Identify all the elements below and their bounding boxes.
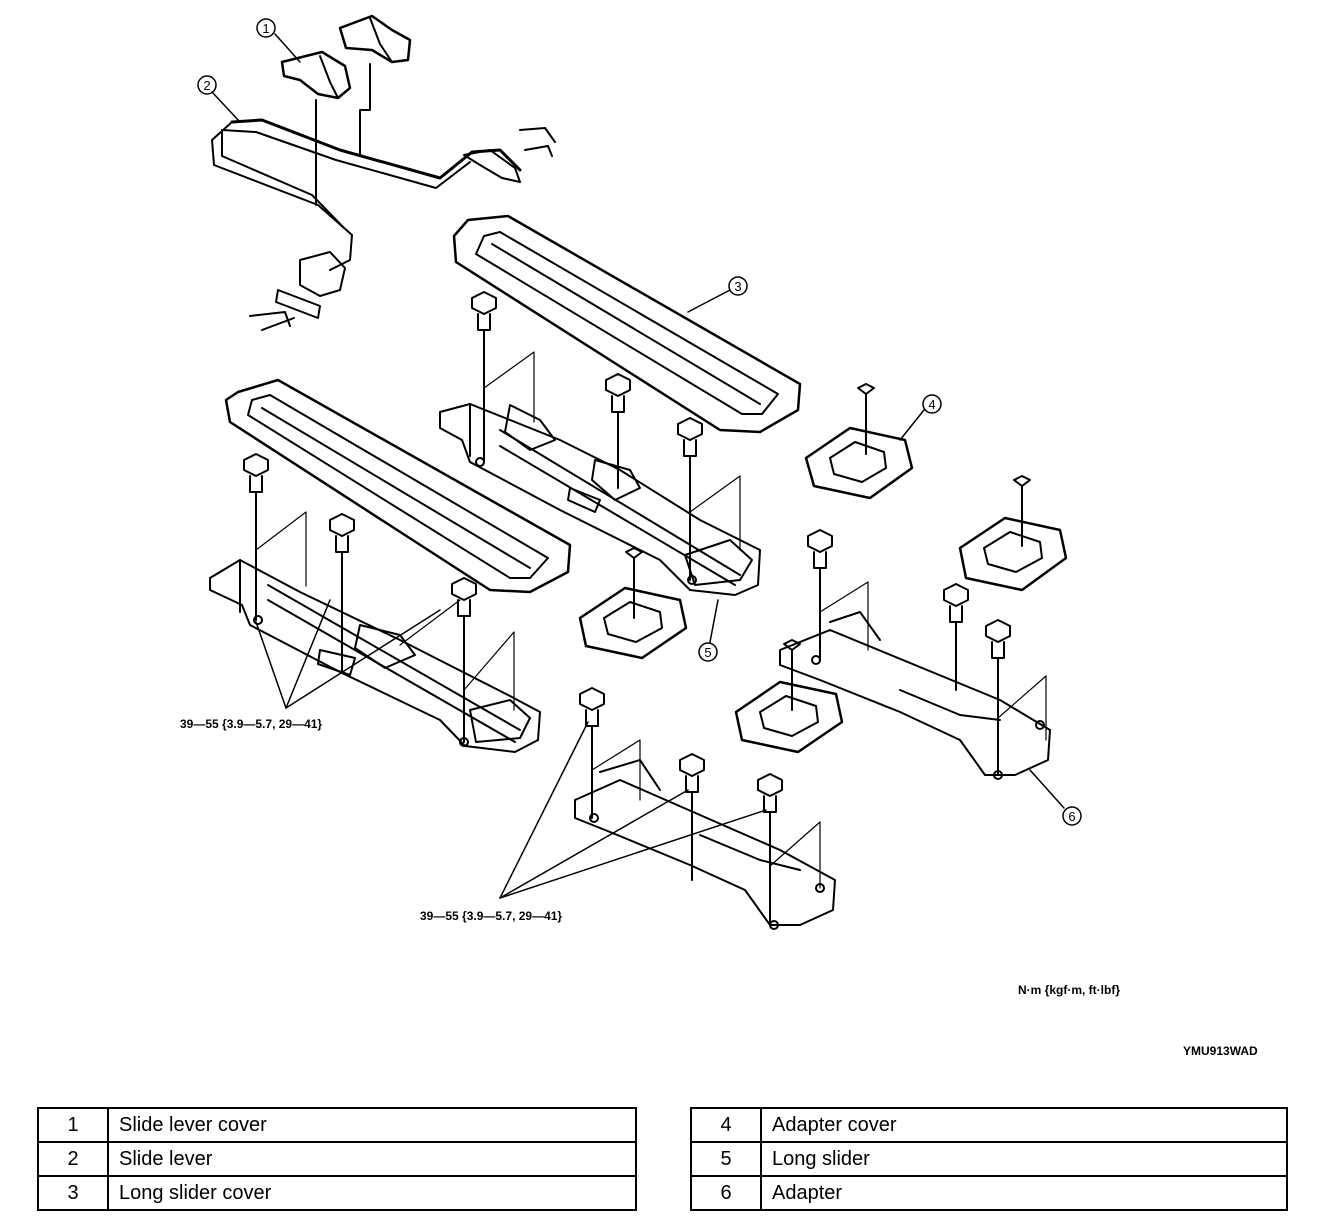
legend-row: 3 Long slider cover [37,1175,637,1211]
torque-units-label: N·m {kgf·m, ft·lbf} [1018,983,1120,997]
long-slider-cover-lower [224,378,572,594]
bolt-group [243,291,1031,926]
legend-label: Long slider [760,1141,1288,1177]
callout-1-circle [256,18,276,38]
legend-label: Long slider cover [107,1175,637,1211]
legend-number: 2 [37,1141,109,1177]
legend-row: 4 Adapter cover [690,1107,1288,1143]
callout-5-circle [698,642,718,662]
callout-5: 5 [704,645,711,660]
callout-4: 4 [928,397,935,412]
figure-code: YMU913WAD [1183,1044,1258,1058]
long-slider-lower [209,559,541,753]
callout-1: 1 [262,21,269,36]
callout-4-circle [922,394,942,414]
parts-legend-left: 1 Slide lever cover 2 Slide lever 3 Long… [37,1107,637,1211]
legend-row: 6 Adapter [690,1175,1288,1211]
legend-row: 1 Slide lever cover [37,1107,637,1143]
exploded-parts-diagram: 1 2 3 4 5 6 [197,14,1082,930]
callout-6: 6 [1068,809,1075,824]
callout-2: 2 [203,78,210,93]
slide-lever-cover-part [280,14,412,206]
legend-label: Adapter cover [760,1107,1288,1143]
legend-number: 4 [690,1107,762,1143]
adapter-parts [574,611,1051,930]
parts-legend-right: 4 Adapter cover 5 Long slider 6 Adapter [690,1107,1288,1211]
legend-number: 3 [37,1175,109,1211]
callout-markers [197,18,1082,826]
legend-label: Slide lever [107,1141,637,1177]
legend-number: 6 [690,1175,762,1211]
torque-spec-label-bottom: 39—55 {3.9—5.7, 29—41} [420,909,563,923]
legend-row: 2 Slide lever [37,1141,637,1177]
callout-3: 3 [734,279,741,294]
callout-3-circle [728,276,748,296]
legend-row: 5 Long slider [690,1141,1288,1177]
callout-6-circle [1062,806,1082,826]
long-slider-upper [439,403,761,596]
legend-number: 5 [690,1141,762,1177]
legend-number: 1 [37,1107,109,1143]
legend-label: Adapter [760,1175,1288,1211]
torque-spec-label-left: 39—55 {3.9—5.7, 29—41} [180,717,323,731]
long-slider-cover-upper [452,214,802,434]
legend-label: Slide lever cover [107,1107,637,1143]
leader-lines [211,33,1065,899]
callout-2-circle [197,75,217,95]
slide-lever-part [211,118,556,331]
callout-numbers: 1 2 3 4 5 6 [203,21,1075,824]
adapter-cover-parts [578,426,1068,754]
installation-lines [255,351,1047,889]
